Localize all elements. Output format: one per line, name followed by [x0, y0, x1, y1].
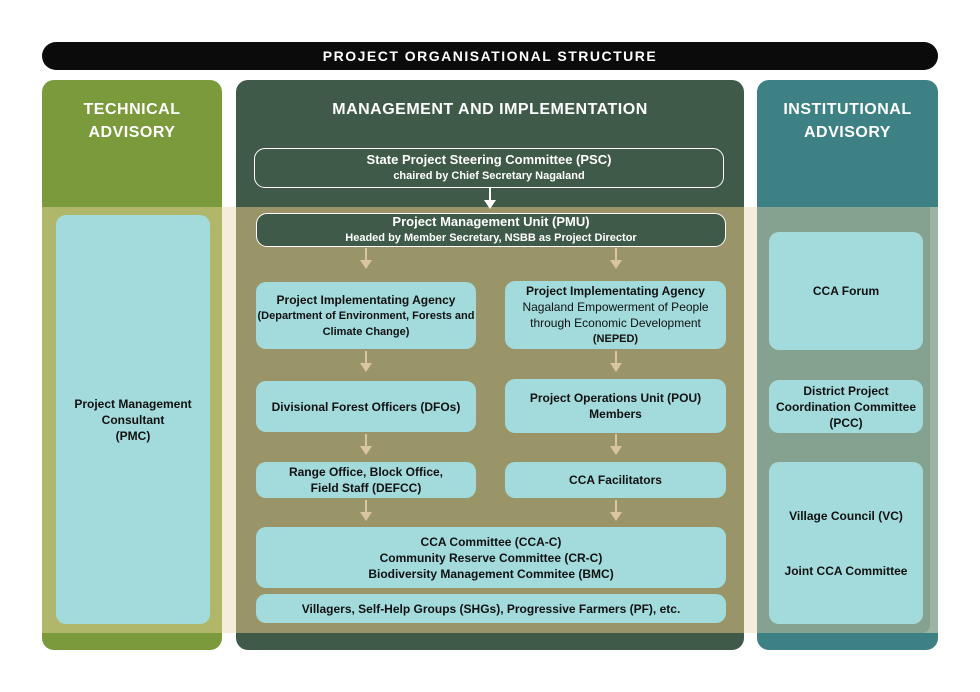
cca-facilitators-box: CCA Facilitators [505, 462, 726, 498]
agency-defcc-box: Project Implementating Agency (Departmen… [256, 282, 476, 349]
arrow-down-icon [610, 500, 622, 521]
arrow-down-icon [610, 434, 622, 455]
range-office-box: Range Office, Block Office, Field Staff … [256, 462, 476, 498]
range-line1: Range Office, Block Office, [288, 465, 444, 479]
arrow-down-icon [360, 248, 372, 269]
range-line2: Field Staff (DEFCC) [310, 481, 422, 495]
agency-neped-line2: Nagaland Empowerment of People [522, 300, 709, 314]
villagers-box: Villagers, Self-Help Groups (SHGs), Prog… [256, 594, 726, 623]
village-council-box: Village Council (VC) Joint CCA Committee [769, 462, 923, 624]
technical-heading-line2: ADVISORY [88, 124, 176, 141]
pou-line2: Members [589, 407, 642, 421]
arrow-down-icon [610, 248, 622, 269]
pmu-box: Project Management Unit (PMU) Headed by … [256, 213, 726, 247]
psc-subtitle: chaired by Chief Secretary Nagaland [393, 170, 585, 182]
villagers-label: Villagers, Self-Help Groups (SHGs), Prog… [301, 601, 681, 616]
agency-neped-title: Project Implementating Agency [526, 284, 705, 298]
pou-box: Project Operations Unit (POU) Members [505, 379, 726, 433]
agency-neped-line4: (NEPED) [592, 333, 639, 345]
joint-cca-label: Joint CCA Committee [784, 563, 908, 578]
dfo-box: Divisional Forest Officers (DFOs) [256, 381, 476, 432]
psc-title: State Project Steering Committee (PSC) [366, 152, 612, 167]
arrow-down-icon [360, 351, 372, 372]
technical-heading-line1: TECHNICAL [83, 101, 181, 118]
arrow-down-icon [360, 500, 372, 521]
dfo-label: Divisional Forest Officers (DFOs) [271, 399, 461, 414]
pmc-line2: Consultant [101, 412, 165, 427]
dpcc-line1: District Project [803, 383, 889, 398]
pmc-box: Project Management Consultant (PMC) [56, 215, 210, 624]
cca-forum-label: CCA Forum [812, 284, 880, 298]
technical-advisory-heading: TECHNICAL ADVISORY [42, 98, 222, 144]
dpcc-line3: (PCC) [829, 415, 863, 430]
agency-defcc-line2: (Department of Environment, Forests and [257, 309, 475, 322]
committees-box: CCA Committee (CCA-C) Community Reserve … [256, 527, 726, 588]
institutional-heading-line2: ADVISORY [804, 124, 891, 141]
committee-line3: Biodiversity Management Commitee (BMC) [368, 566, 614, 581]
diagram-title: PROJECT ORGANISATIONAL STRUCTURE [42, 42, 938, 70]
cca-forum-box: CCA Forum [769, 232, 923, 350]
agency-defcc-line3: Climate Change) [322, 325, 410, 338]
arrow-down-icon [484, 188, 496, 209]
psc-box: State Project Steering Committee (PSC) c… [254, 148, 724, 188]
village-council-label: Village Council (VC) [789, 508, 903, 523]
pmu-subtitle: Headed by Member Secretary, NSBB as Proj… [345, 232, 637, 244]
cca-facilitators-label: CCA Facilitators [569, 473, 662, 487]
committee-line2: Community Reserve Committee (CR-C) [379, 550, 603, 565]
agency-neped-box: Project Implementating Agency Nagaland E… [505, 281, 726, 349]
management-heading: MANAGEMENT AND IMPLEMENTATION [332, 101, 648, 118]
arrow-down-icon [610, 351, 622, 372]
agency-defcc-title: Project Implementating Agency [276, 292, 456, 307]
pou-line1: Project Operations Unit (POU) [529, 391, 702, 405]
pmc-line3: (PMC) [115, 428, 151, 443]
agency-neped-line3: through Economic Development [530, 316, 701, 330]
dpcc-line2: Coordination Committee [776, 399, 916, 414]
pmc-line1: Project Management [74, 396, 192, 411]
committee-line1: CCA Committee (CCA-C) [420, 534, 562, 549]
arrow-down-icon [360, 434, 372, 455]
pmu-title: Project Management Unit (PMU) [392, 214, 590, 229]
institutional-heading-line1: INSTITUTIONAL [783, 101, 912, 118]
dpcc-box: District Project Coordination Committee … [769, 380, 923, 433]
institutional-advisory-heading: INSTITUTIONAL ADVISORY [757, 98, 938, 144]
